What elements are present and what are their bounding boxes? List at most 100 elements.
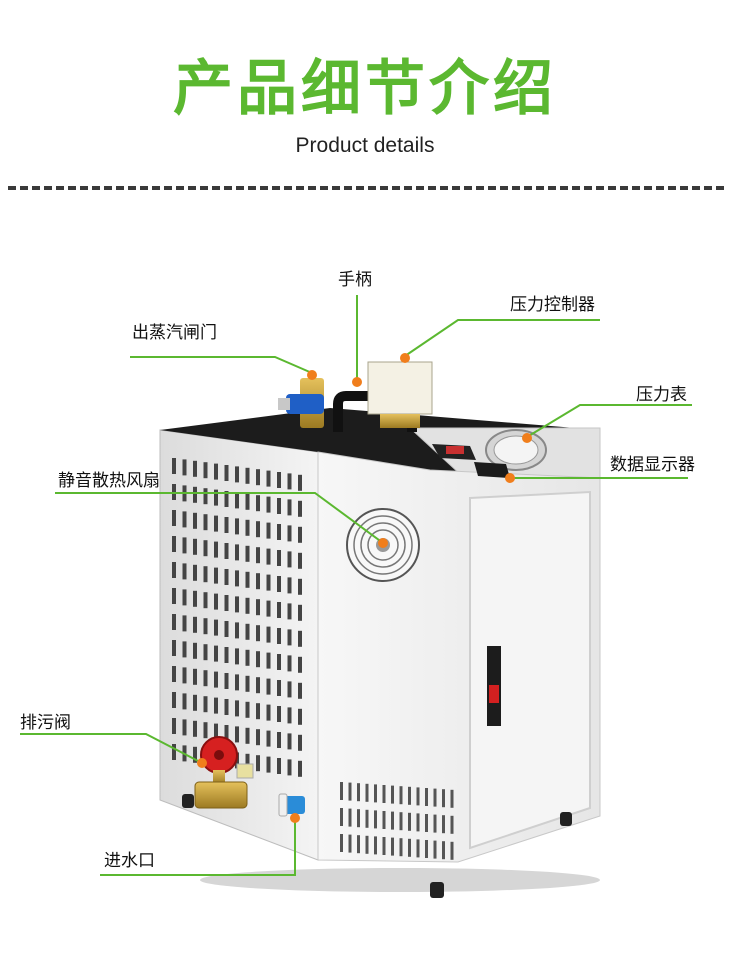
vent-slot (182, 563, 187, 580)
vent-slot (235, 648, 239, 665)
door-switch-icon (489, 685, 499, 703)
vent-slot (256, 625, 260, 642)
vent-slot (214, 619, 218, 636)
vent-slot (298, 552, 302, 569)
callout-line-steam-outlet (130, 356, 313, 374)
vent-slot (298, 760, 302, 777)
vent-slot (382, 811, 386, 829)
vent-slot (266, 574, 271, 591)
vent-slot (224, 543, 229, 559)
vent-slot (214, 515, 218, 532)
label-pressure-gauge: 压力表 (636, 385, 687, 405)
vent-slot (245, 545, 250, 562)
vent-slot (224, 647, 229, 663)
vent-slot (266, 496, 271, 513)
vent-slot (416, 813, 420, 832)
vent-slot (287, 733, 292, 750)
vent-slot (172, 692, 176, 708)
vent-slot (182, 719, 187, 736)
vent-slot (182, 615, 187, 632)
vent-slot (172, 458, 176, 474)
vent-slot (172, 744, 176, 760)
vent-slot (298, 500, 302, 517)
vent-slot (340, 834, 343, 852)
vent-slot (245, 649, 250, 666)
vent-slot (408, 786, 411, 805)
callout-line-fan (55, 492, 384, 544)
vent-slot (266, 730, 271, 747)
dashed-divider (8, 186, 724, 190)
vent-slot (374, 810, 377, 829)
vent-slot (266, 704, 271, 721)
vent-slot (214, 645, 218, 662)
vent-slot (425, 814, 428, 832)
label-steam-outlet-valve: 出蒸汽闸门 (132, 323, 217, 343)
vent-slot (287, 603, 292, 620)
vent-slot (224, 673, 229, 689)
vent-slot (277, 550, 281, 566)
vent-slot (256, 703, 260, 720)
vent-slot (235, 570, 239, 587)
label-drain-valve: 排污阀 (20, 713, 71, 733)
vent-slot (172, 510, 176, 526)
vent-slot (266, 678, 271, 695)
vent-slot (256, 729, 260, 746)
label-pressure-controller: 压力控制器 (510, 295, 595, 315)
vent-slot (172, 536, 176, 552)
vent-slot (182, 459, 187, 476)
vent-slot (172, 640, 176, 656)
vent-slot (287, 473, 292, 490)
vent-slot (374, 836, 377, 855)
vent-slot (203, 566, 208, 583)
vent-slot (408, 838, 411, 857)
vent-slot (442, 815, 445, 834)
vent-slot (235, 518, 239, 535)
vent-slot (203, 722, 208, 739)
vent-slot (256, 651, 260, 668)
vent-slot (182, 589, 187, 606)
callout-dot-gauge (522, 433, 532, 443)
vent-slot (433, 840, 437, 859)
vent-slot (450, 841, 454, 860)
vent-slot (287, 629, 292, 646)
callout-dot-steam-outlet (307, 370, 317, 380)
vent-slot (193, 486, 197, 503)
vent-slot (399, 812, 403, 831)
vent-slot (245, 493, 250, 510)
vent-slot (382, 785, 386, 803)
vent-slot (256, 755, 260, 772)
callout-line-inlet (100, 820, 296, 876)
vent-slot (357, 783, 360, 802)
vent-slot (203, 644, 208, 661)
vent-slot (182, 537, 187, 554)
vent-slot (442, 841, 445, 860)
vent-slot (277, 706, 281, 722)
vent-slot (433, 788, 437, 807)
vent-slot (224, 725, 229, 741)
vent-slot (214, 697, 218, 714)
vent-slot (235, 544, 239, 561)
vent-slot (266, 600, 271, 617)
vent-slot (298, 474, 302, 491)
vent-slot (348, 834, 352, 853)
vent-slot (193, 668, 197, 685)
vent-slot (287, 551, 292, 568)
vent-slot (203, 618, 208, 635)
vent-slot (348, 782, 352, 801)
vent-slot (224, 465, 229, 481)
vent-slot (245, 597, 250, 614)
vent-slot (287, 655, 292, 672)
vent-slot (277, 498, 281, 514)
vent-slot (391, 785, 394, 804)
vent-slot (245, 701, 250, 718)
vent-slot (399, 786, 403, 805)
vent-slot (277, 654, 281, 670)
label-handle: 手柄 (338, 270, 372, 290)
vent-slot (203, 592, 208, 609)
vent-slot (172, 666, 176, 682)
vent-slot (203, 462, 208, 479)
vent-slot (298, 578, 302, 595)
vent-slot (172, 614, 176, 630)
vent-slot (298, 604, 302, 621)
